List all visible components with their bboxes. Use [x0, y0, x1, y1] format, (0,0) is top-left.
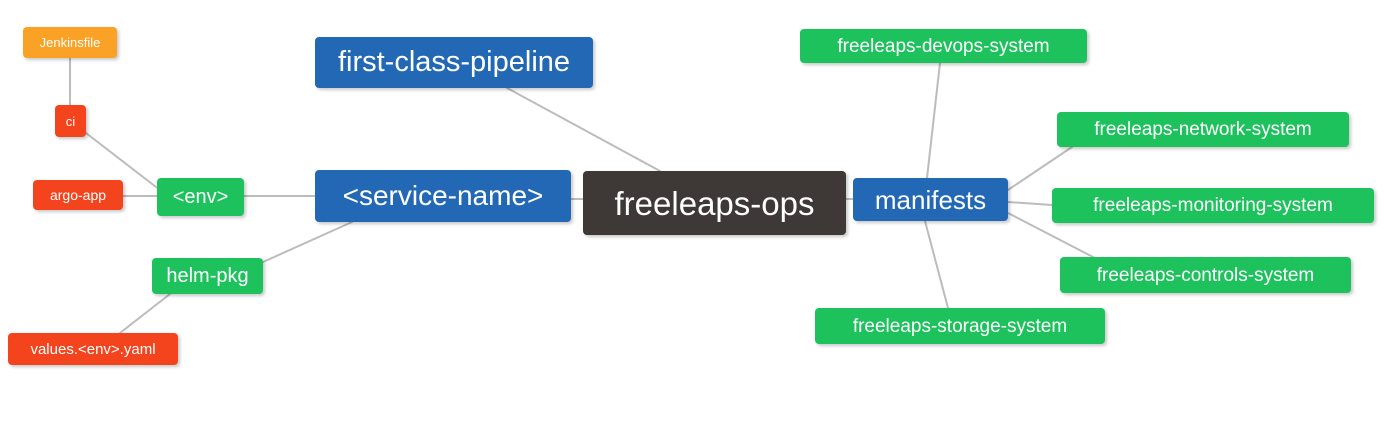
edge-e-manifests-monitoring	[1007, 201, 1053, 206]
node-service-name[interactable]: <service-name>	[315, 170, 571, 222]
node-freeleaps-devops-system[interactable]: freeleaps-devops-system	[800, 29, 1087, 63]
node-label-freeleaps-controls-system: freeleaps-controls-system	[1096, 264, 1315, 286]
edge-e-manifests-devops	[926, 62, 941, 179]
node-env[interactable]: <env>	[157, 178, 244, 216]
node-freeleaps-network-system[interactable]: freeleaps-network-system	[1057, 112, 1349, 147]
edge-e-servicename-helmpkg	[262, 221, 353, 263]
node-freeleaps-ops[interactable]: freeleaps-ops	[583, 171, 846, 235]
node-label-freeleaps-network-system: freeleaps-network-system	[1094, 119, 1312, 140]
node-freeleaps-storage-system[interactable]: freeleaps-storage-system	[815, 308, 1105, 344]
node-manifests[interactable]: manifests	[853, 178, 1008, 221]
node-first-class-pipeline[interactable]: first-class-pipeline	[315, 37, 593, 88]
node-label-freeleaps-devops-system: freeleaps-devops-system	[837, 35, 1050, 57]
node-label-freeleaps-ops: freeleaps-ops	[614, 184, 815, 222]
node-label-argo-app: argo-app	[49, 187, 107, 203]
edge-e-pipeline-ops	[506, 87, 661, 172]
node-label-values-yaml: values.<env>.yaml	[30, 340, 156, 358]
node-label-freeleaps-storage-system: freeleaps-storage-system	[852, 315, 1068, 337]
node-label-helm-pkg: helm-pkg	[166, 265, 249, 287]
node-freeleaps-monitoring-system[interactable]: freeleaps-monitoring-system	[1052, 188, 1374, 223]
node-freeleaps-controls-system[interactable]: freeleaps-controls-system	[1060, 257, 1351, 293]
node-jenkinsfile[interactable]: Jenkinsfile	[23, 27, 117, 58]
edge-e-manifests-network	[1007, 146, 1073, 191]
node-label-manifests: manifests	[874, 184, 987, 215]
node-label-jenkinsfile: Jenkinsfile	[39, 35, 101, 50]
node-label-service-name: <service-name>	[342, 180, 544, 211]
node-helm-pkg[interactable]: helm-pkg	[152, 258, 263, 294]
node-label-freeleaps-monitoring-system: freeleaps-monitoring-system	[1093, 195, 1333, 216]
node-ci[interactable]: ci	[55, 105, 86, 137]
edge-e-manifests-storage	[924, 220, 949, 309]
node-values-yaml[interactable]: values.<env>.yaml	[8, 333, 178, 365]
node-label-env: <env>	[172, 186, 229, 208]
edge-e-helmpkg-valuesyaml	[119, 293, 171, 334]
node-label-ci: ci	[65, 113, 76, 129]
node-label-first-class-pipeline: first-class-pipeline	[337, 46, 571, 78]
node-argo-app[interactable]: argo-app	[33, 180, 123, 210]
